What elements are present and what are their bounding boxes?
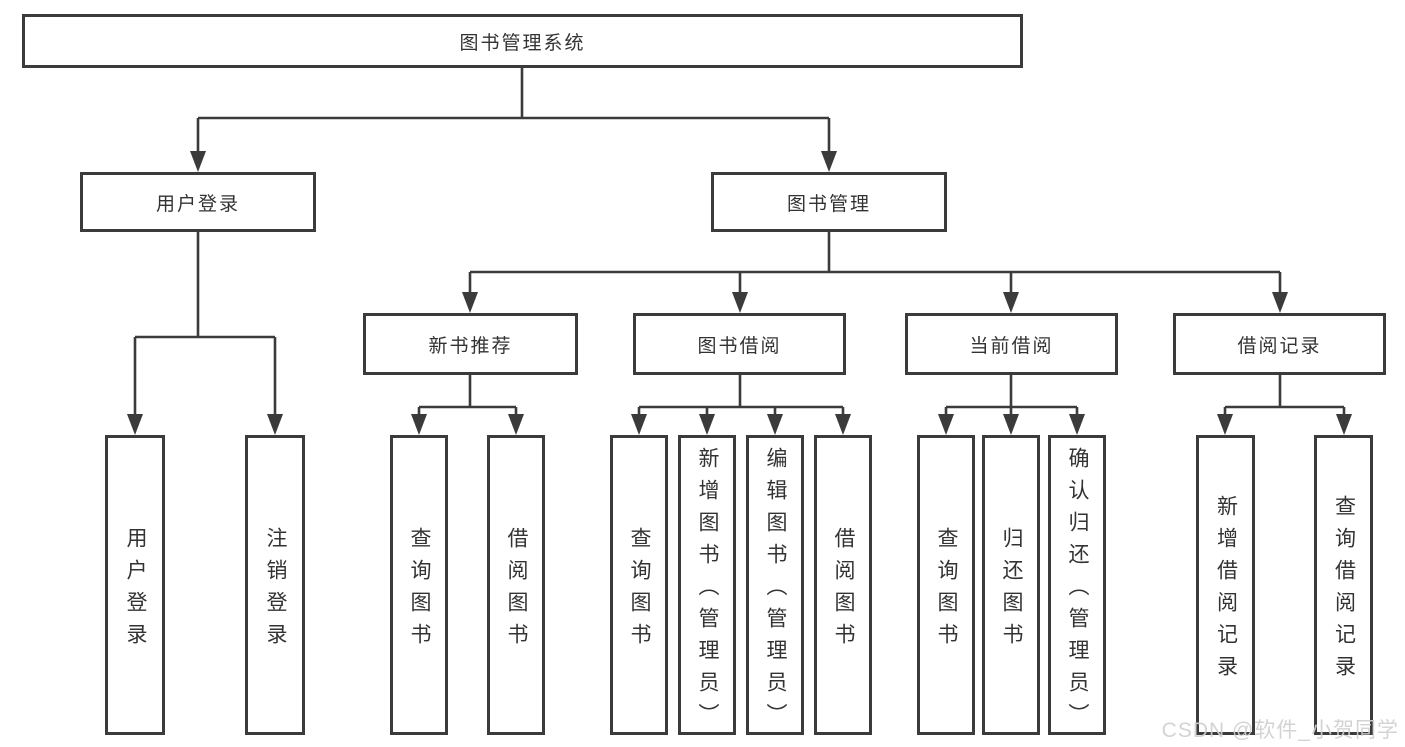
leaf-borrow-add-book-admin: 新增图书（管理员） [678,435,736,735]
node-borrow-record: 借阅记录 [1173,313,1386,375]
leaf-borrow-borrow-book: 借阅图书 [814,435,872,735]
leaf-recommend-borrow-book-label: 借阅图书 [505,526,528,655]
leaf-recommend-borrow-book: 借阅图书 [487,435,545,735]
node-book-management: 图书管理 [711,172,947,232]
node-current-borrow: 当前借阅 [905,313,1118,375]
leaf-record-query-borrow-record: 查询借阅记录 [1314,435,1373,735]
leaf-logout: 注销登录 [245,435,305,735]
node-new-book-recommend: 新书推荐 [363,313,578,375]
node-book-borrow-label: 图书借阅 [697,335,782,357]
leaf-borrow-query-book-label: 查询图书 [628,526,651,655]
leaf-recommend-query-book: 查询图书 [390,435,448,735]
node-book-borrow: 图书借阅 [633,313,846,375]
node-user-login-label: 用户登录 [155,193,240,215]
leaf-record-query-borrow-record-label: 查询借阅记录 [1332,494,1356,687]
leaf-borrow-edit-book-admin-label: 编辑图书（管理员） [764,446,787,735]
leaf-user-login: 用户登录 [105,435,165,735]
leaf-current-return-book: 归还图书 [982,435,1040,735]
leaf-current-confirm-return-admin-label: 确认归还（管理员） [1066,446,1089,735]
leaf-borrow-query-book: 查询图书 [610,435,668,735]
node-current-borrow-label: 当前借阅 [969,335,1054,357]
node-new-book-recommend-label: 新书推荐 [428,335,513,357]
node-book-management-label: 图书管理 [786,193,871,215]
leaf-borrow-borrow-book-label: 借阅图书 [832,526,855,655]
leaf-borrow-add-book-admin-label: 新增图书（管理员） [696,446,719,735]
leaf-record-add-borrow-record-label: 新增借阅记录 [1214,494,1238,687]
node-user-login: 用户登录 [80,172,316,232]
node-system-root-label: 图书管理系统 [459,32,586,54]
leaf-user-login-label: 用户登录 [124,526,147,655]
node-borrow-record-label: 借阅记录 [1237,335,1322,357]
leaf-borrow-edit-book-admin: 编辑图书（管理员） [746,435,804,735]
leaf-current-return-book-label: 归还图书 [1000,526,1023,655]
node-system-root: 图书管理系统 [22,14,1023,68]
leaf-current-query-book-label: 查询图书 [935,526,958,655]
leaf-recommend-query-book-label: 查询图书 [408,526,431,655]
leaf-record-add-borrow-record: 新增借阅记录 [1196,435,1255,735]
leaf-current-query-book: 查询图书 [917,435,975,735]
csdn-watermark: CSDN @软件_小贺同学 [1161,719,1399,742]
leaf-current-confirm-return-admin: 确认归还（管理员） [1048,435,1106,735]
leaf-logout-label: 注销登录 [264,526,287,655]
